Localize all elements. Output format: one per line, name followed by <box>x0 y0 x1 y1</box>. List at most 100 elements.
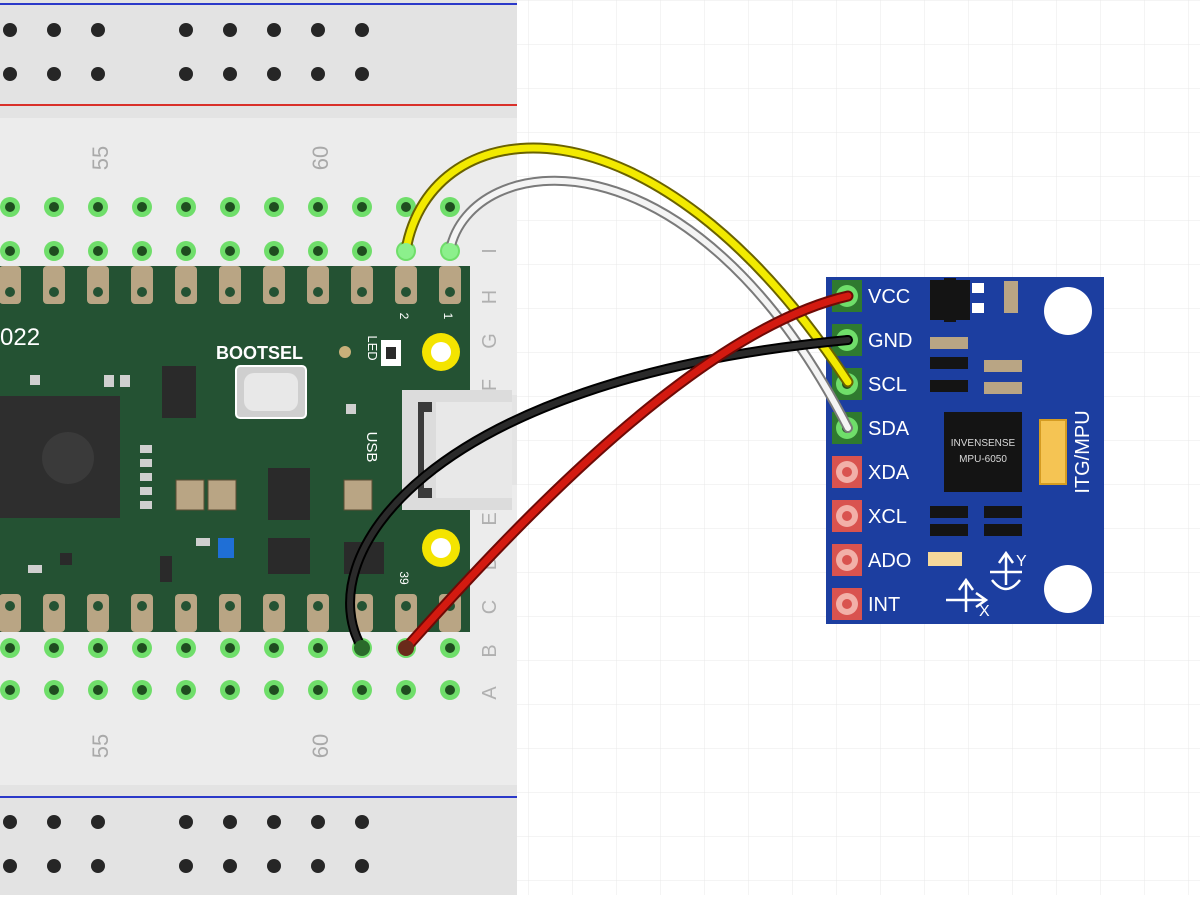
wire-red-vcc[interactable] <box>402 292 852 652</box>
component <box>104 375 114 387</box>
breadboard-hole <box>47 67 61 81</box>
pico-pin-pad <box>395 266 417 304</box>
breadboard-hole <box>355 815 369 829</box>
pico-pin-pads <box>0 266 461 632</box>
column-number: 55 <box>88 146 113 170</box>
breadboard-hole <box>355 859 369 873</box>
capacitor <box>343 479 373 511</box>
breadboard-hole-center <box>401 685 411 695</box>
row-letter: E <box>479 512 501 525</box>
component <box>162 366 196 418</box>
breadboard-hole-center <box>313 246 323 256</box>
component <box>140 501 152 509</box>
axis-y-label: Y <box>1016 553 1027 570</box>
component <box>140 459 152 467</box>
pico-pin-pad <box>0 594 21 632</box>
breadboard-hole-center <box>225 643 235 653</box>
capacitor <box>207 479 237 511</box>
pico-pin-hole <box>313 287 323 297</box>
breadboard-hole-center <box>49 685 59 695</box>
breadboard-hole-center <box>137 685 147 695</box>
pico-pin-hole <box>313 601 323 611</box>
breadboard-hole <box>179 859 193 873</box>
module-pin-hole <box>842 511 852 521</box>
capacitor <box>175 479 205 511</box>
pico-pin-hole <box>401 287 411 297</box>
breadboard-hole-center <box>225 685 235 695</box>
pico-pin-pad <box>219 594 241 632</box>
row-letter: G <box>479 333 501 349</box>
usb-port <box>436 402 512 498</box>
row-letter: A <box>479 686 501 700</box>
resistor <box>930 357 968 369</box>
breadboard-hole <box>355 23 369 37</box>
axis-x-label: X <box>979 603 990 620</box>
breadboard-hole-center <box>93 685 103 695</box>
crystal <box>1039 419 1067 485</box>
breadboard-hole <box>3 23 17 37</box>
row-letter: H <box>479 290 501 304</box>
pico-pin-hole <box>5 601 15 611</box>
breadboard-hole <box>3 815 17 829</box>
pico-pin-pad <box>0 266 21 304</box>
resistor <box>930 380 968 392</box>
component <box>120 375 130 387</box>
led-indicator-dot <box>386 347 396 359</box>
breadboard-hole-center <box>181 202 191 212</box>
pico-pin-pad <box>87 594 109 632</box>
column-number: 60 <box>308 734 333 758</box>
breadboard-hole-center <box>313 643 323 653</box>
bootsel-label: BOOTSEL <box>216 343 303 363</box>
resistor <box>984 506 1022 518</box>
breadboard-hole-center <box>445 643 455 653</box>
breadboard-hole-center <box>5 246 15 256</box>
wire-end <box>398 243 414 259</box>
pico-pin-pad <box>307 594 329 632</box>
mounting-hole <box>1044 565 1092 613</box>
module-pin-label: XDA <box>868 462 910 484</box>
resistor <box>984 360 1022 372</box>
wire-end <box>442 243 458 259</box>
module-pin-hole <box>842 555 852 565</box>
breadboard-hole-center <box>49 643 59 653</box>
pico-pin-hole <box>93 287 103 297</box>
pico-pin-hole <box>93 601 103 611</box>
pico-pin-pad <box>131 594 153 632</box>
breadboard-hole-center <box>49 202 59 212</box>
breadboard-hole-center <box>93 643 103 653</box>
resistor <box>984 382 1022 394</box>
wire-end <box>398 640 414 656</box>
component <box>140 445 152 453</box>
breadboard-hole-center <box>225 202 235 212</box>
wire-yellow-scl[interactable] <box>402 144 852 386</box>
pico-pin-pad <box>87 266 109 304</box>
breadboard-hole-center <box>269 643 279 653</box>
breadboard-hole <box>223 859 237 873</box>
pico-pin-hole <box>269 601 279 611</box>
component <box>196 538 210 546</box>
component <box>160 556 172 582</box>
pico-pin-pad <box>263 594 285 632</box>
breadboard-hole-center <box>5 643 15 653</box>
breadboard-hole-center <box>181 246 191 256</box>
pico-pin-hole <box>181 287 191 297</box>
breadboard-hole <box>311 815 325 829</box>
breadboard-hole <box>311 859 325 873</box>
breadboard-hole <box>311 67 325 81</box>
chip-line1: INVENSENSE <box>951 438 1016 449</box>
mounting-hole <box>1044 287 1092 335</box>
pico-pin-pad <box>175 266 197 304</box>
pico-pin-pad <box>439 266 461 304</box>
wire-black-gnd[interactable] <box>347 337 851 651</box>
component <box>30 375 40 385</box>
top-power-rail <box>0 0 517 118</box>
pico-pin-pad <box>395 594 417 632</box>
breadboard-hole-center <box>313 202 323 212</box>
pin-label: 39 <box>397 571 411 585</box>
column-number: 60 <box>308 146 333 170</box>
breadboard-hole <box>91 23 105 37</box>
breadboard-hole-center <box>137 246 147 256</box>
pico-pin-hole <box>137 287 147 297</box>
mounting-hole-center <box>431 538 451 558</box>
